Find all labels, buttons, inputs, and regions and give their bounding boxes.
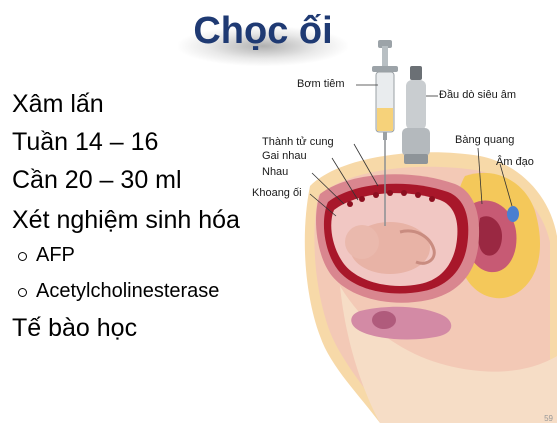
bullet-item: Xâm lấn <box>12 90 104 118</box>
label-bladder: Bàng quang <box>455 134 515 146</box>
amniocentesis-illustration: Bơm tiêm Đầu dò siêu âm Thành tử cung Ga… <box>250 36 557 423</box>
bullet-item: Tế bào học <box>12 314 138 342</box>
label-ultrasound-probe: Đầu dò siêu âm <box>439 89 517 101</box>
sub-bullet-circle-icon <box>18 252 27 261</box>
bullet-item: Cần 20 – 30 ml <box>12 166 182 194</box>
sub-bullet-circle-icon <box>18 288 27 297</box>
anatomy-drawing <box>304 40 557 423</box>
title-shadow <box>178 26 348 66</box>
label-placenta: Nhau <box>262 166 289 178</box>
bullet-item: Xét nghiệm sinh hóa <box>12 206 240 234</box>
sub-bullet-item: Acetylcholinesterase <box>36 280 220 302</box>
label-uterine-wall: Thành tử cung <box>262 136 334 148</box>
label-amniotic-cavity: Khoang ối <box>252 187 302 199</box>
label-syringe: Bơm tiêm <box>297 78 345 90</box>
slide-title: Chọc ối <box>193 10 333 52</box>
label-vagina: Âm đạo <box>496 156 534 168</box>
sub-bullet-item: AFP <box>36 244 75 266</box>
bullet-item: Tuần 14 – 16 <box>12 128 159 156</box>
title-block: Chọc ối <box>178 4 348 66</box>
page-number: 59 <box>544 414 553 423</box>
label-chorionic-villi: Gai nhau <box>262 150 307 162</box>
